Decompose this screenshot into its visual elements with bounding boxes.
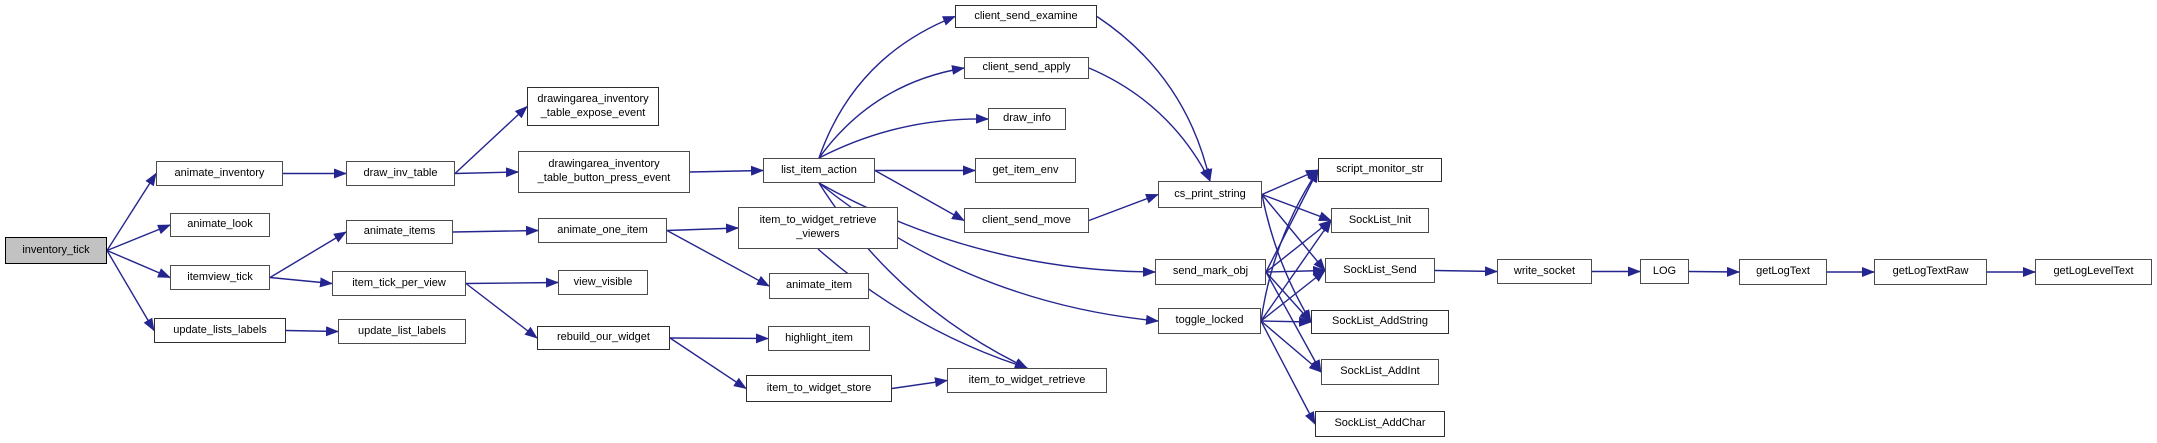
- node-animate_one_item[interactable]: animate_one_item: [538, 218, 667, 243]
- node-client_send_examine[interactable]: client_send_examine: [955, 5, 1097, 28]
- edge-SockList_Send-to-write_socket: [1434, 266, 1498, 277]
- edge-toggle_locked-to-script_monitor_str: [1260, 169, 1319, 322]
- node-cs_print_string[interactable]: cs_print_string: [1158, 181, 1262, 208]
- edge-inventory_tick-to-animate_look: [106, 224, 171, 252]
- edge-list_item_action-to-client_send_apply: [818, 65, 965, 159]
- edge-item_tick_per_view-to-view_visible: [465, 277, 559, 288]
- edge-retrieve_viewers-to-item_to_widget_retrieve: [817, 248, 1028, 370]
- node-itemview_tick[interactable]: itemview_tick: [170, 265, 270, 290]
- node-getLogTextRaw[interactable]: getLogTextRaw: [1874, 259, 1987, 285]
- edge-itemview_tick-to-animate_items: [269, 231, 347, 279]
- edge-item_to_widget_store-to-item_to_widget_retrieve: [891, 377, 948, 390]
- node-animate_look[interactable]: animate_look: [170, 213, 270, 237]
- node-da_expose[interactable]: drawingarea_inventory _table_expose_even…: [527, 87, 659, 126]
- edge-itemview_tick-to-item_tick_per_view: [269, 276, 333, 288]
- node-update_lists_labels[interactable]: update_lists_labels: [154, 318, 286, 343]
- node-SockList_AddChar[interactable]: SockList_AddChar: [1315, 411, 1445, 437]
- edge-list_item_action-to-draw_info: [818, 113, 989, 159]
- edge-rebuild_our_widget-to-highlight_item: [669, 333, 769, 344]
- node-SockList_AddInt[interactable]: SockList_AddInt: [1321, 359, 1439, 385]
- edge-send_mark_obj-to-SockList_AddString: [1265, 271, 1312, 323]
- node-SockList_AddString[interactable]: SockList_AddString: [1311, 310, 1449, 334]
- node-script_monitor_str[interactable]: script_monitor_str: [1318, 158, 1442, 182]
- edge-toggle_locked-to-SockList_AddInt: [1260, 320, 1322, 373]
- node-da_button[interactable]: drawingarea_inventory _table_button_pres…: [518, 151, 690, 193]
- edge-draw_inv_table-to-da_button: [454, 167, 519, 178]
- node-client_send_apply[interactable]: client_send_apply: [964, 57, 1089, 79]
- edge-client_send_apply-to-cs_print_string: [1088, 67, 1211, 182]
- node-draw_inv_table[interactable]: draw_inv_table: [346, 161, 455, 186]
- node-inventory_tick[interactable]: inventory_tick: [5, 237, 107, 264]
- edge-list_item_action-to-client_send_move: [874, 169, 965, 222]
- edge-item_tick_per_view-to-rebuild_our_widget: [465, 282, 538, 339]
- node-animate_item[interactable]: animate_item: [769, 273, 869, 299]
- edge-inventory_tick-to-update_lists_labels: [106, 250, 155, 332]
- node-client_send_move[interactable]: client_send_move: [964, 208, 1089, 233]
- node-get_item_env[interactable]: get_item_env: [975, 158, 1076, 183]
- edge-draw_inv_table-to-da_expose: [454, 105, 528, 175]
- edge-inventory_tick-to-animate_inventory: [106, 172, 157, 251]
- node-write_socket[interactable]: write_socket: [1497, 259, 1592, 284]
- node-item_to_widget_store[interactable]: item_to_widget_store: [746, 375, 892, 402]
- edge-animate_items-to-animate_one_item: [452, 225, 539, 236]
- edge-da_button-to-list_item_action: [689, 165, 764, 176]
- node-list_item_action[interactable]: list_item_action: [763, 158, 875, 183]
- node-toggle_locked[interactable]: toggle_locked: [1158, 308, 1261, 334]
- node-animate_inventory[interactable]: animate_inventory: [156, 161, 283, 186]
- edge-LOG-to-getLogText: [1688, 266, 1740, 277]
- node-SockList_Init[interactable]: SockList_Init: [1331, 208, 1429, 233]
- node-animate_items[interactable]: animate_items: [346, 220, 453, 244]
- edge-animate_one_item-to-retrieve_viewers: [666, 223, 739, 234]
- node-SockList_Send[interactable]: SockList_Send: [1325, 258, 1435, 283]
- edge-animate_one_item-to-animate_item: [666, 229, 770, 287]
- node-update_list_labels[interactable]: update_list_labels: [338, 319, 466, 344]
- edge-update_lists_labels-to-update_list_labels: [285, 326, 339, 337]
- node-view_visible[interactable]: view_visible: [558, 270, 648, 295]
- node-retrieve_viewers[interactable]: item_to_widget_retrieve _viewers: [738, 207, 898, 249]
- node-rebuild_our_widget[interactable]: rebuild_our_widget: [537, 326, 670, 350]
- edge-inventory_tick-to-itemview_tick: [106, 249, 171, 279]
- edge-client_send_examine-to-cs_print_string: [1096, 15, 1213, 182]
- node-send_mark_obj[interactable]: send_mark_obj: [1155, 259, 1266, 285]
- node-item_tick_per_view[interactable]: item_tick_per_view: [332, 271, 466, 296]
- edge-list_item_action-to-send_mark_obj: [818, 182, 1156, 277]
- edge-cs_print_string-to-SockList_Send: [1261, 194, 1326, 272]
- node-LOG[interactable]: LOG: [1640, 259, 1689, 284]
- node-draw_info[interactable]: draw_info: [988, 108, 1066, 130]
- node-item_to_widget_retrieve[interactable]: item_to_widget_retrieve: [947, 368, 1107, 393]
- edge-toggle_locked-to-SockList_Send: [1260, 269, 1326, 322]
- edge-send_mark_obj-to-script_monitor_str: [1265, 169, 1319, 273]
- node-getLogText[interactable]: getLogText: [1739, 259, 1827, 285]
- edge-client_send_move-to-cs_print_string: [1088, 193, 1159, 222]
- edge-list_item_action-to-client_send_examine: [818, 15, 956, 159]
- edge-toggle_locked-to-SockList_AddChar: [1260, 320, 1316, 425]
- node-getLogLevelText[interactable]: getLogLevelText: [2035, 259, 2152, 285]
- edge-toggle_locked-to-SockList_Init: [1260, 219, 1332, 322]
- edge-rebuild_our_widget-to-item_to_widget_store: [669, 337, 747, 390]
- node-highlight_item[interactable]: highlight_item: [768, 326, 870, 351]
- edge-toggle_locked-to-SockList_AddString: [1260, 316, 1312, 327]
